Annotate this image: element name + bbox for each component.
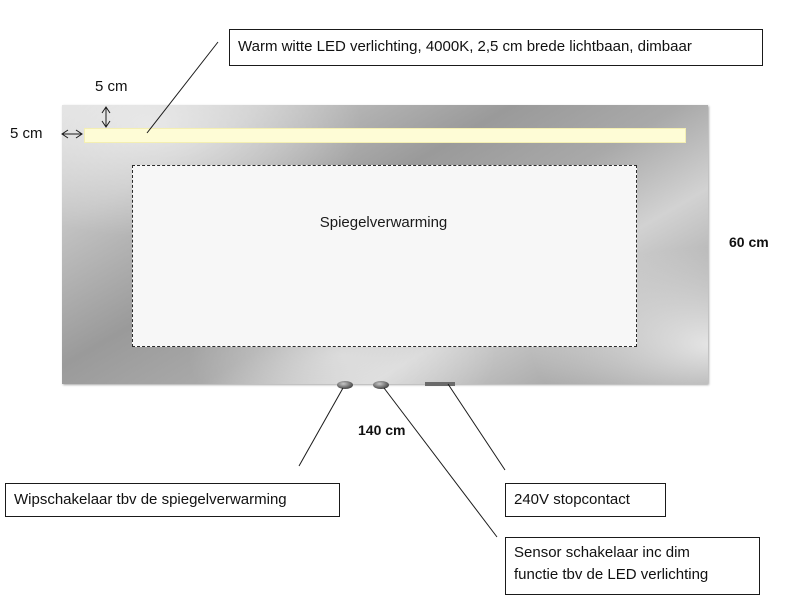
leader-sensor — [383, 387, 498, 538]
switch-callout: Wipschakelaar tbv de spiegelverwarming — [5, 483, 340, 517]
led-light-strip — [84, 128, 686, 143]
socket-callout: 240V stopcontact — [505, 483, 666, 517]
sensor-switch-fixture — [373, 381, 389, 389]
left-offset-arrow — [61, 129, 83, 139]
leader-socket — [447, 383, 506, 471]
heater-zone — [132, 165, 637, 347]
led-callout: Warm witte LED verlichting, 4000K, 2,5 c… — [229, 29, 763, 66]
top-offset-arrow — [101, 106, 111, 128]
socket-fixture — [425, 382, 455, 386]
top-offset-label: 5 cm — [95, 78, 128, 95]
width-label: 140 cm — [358, 422, 406, 438]
leader-switch — [298, 387, 344, 467]
heater-label: Spiegelverwarming — [319, 214, 448, 231]
height-label: 60 cm — [729, 234, 769, 250]
sensor-callout-line2: functie tbv de LED verlichting — [514, 566, 709, 583]
sensor-callout-line1: Sensor schakelaar inc dim — [514, 544, 690, 561]
rocker-switch-fixture — [337, 381, 353, 389]
leader-led — [146, 41, 219, 134]
left-offset-label: 5 cm — [10, 125, 43, 142]
sensor-callout: Sensor schakelaar inc dim functie tbv de… — [505, 537, 760, 595]
